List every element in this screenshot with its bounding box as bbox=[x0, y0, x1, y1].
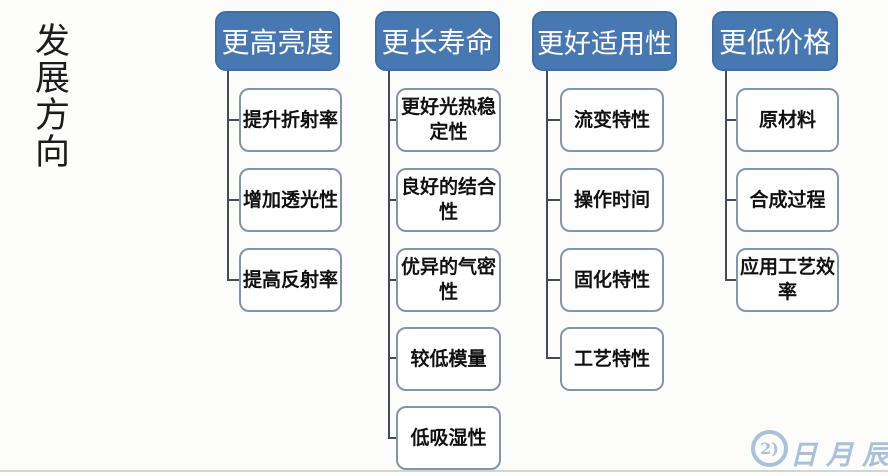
header-node-brightness: 更高亮度 bbox=[215, 11, 340, 71]
connector-line bbox=[725, 279, 737, 281]
connector-line bbox=[388, 199, 397, 201]
child-node-refractive-index: 提升折射率 bbox=[239, 88, 342, 152]
connector-line bbox=[725, 199, 737, 201]
connector-line bbox=[725, 119, 737, 121]
child-node-low-hygroscopicity: 低吸湿性 bbox=[396, 406, 501, 470]
page-title-vertical: 发展方向 bbox=[29, 22, 69, 170]
child-node-curing: 固化特性 bbox=[560, 248, 664, 312]
header-node-price: 更低价格 bbox=[712, 11, 838, 71]
connector-line bbox=[546, 279, 561, 281]
child-node-reflectivity: 提高反射率 bbox=[239, 248, 342, 312]
connector-line bbox=[725, 71, 727, 280]
child-node-rheology: 流变特性 bbox=[560, 88, 664, 152]
child-node-raw-materials: 原材料 bbox=[736, 88, 839, 152]
connector-line bbox=[388, 119, 397, 121]
watermark-text: 日月辰 bbox=[790, 440, 888, 471]
child-node-low-modulus: 较低模量 bbox=[396, 327, 501, 391]
connector-line bbox=[388, 357, 397, 359]
child-node-operation-time: 操作时间 bbox=[560, 168, 664, 232]
child-node-photothermal-stability: 更好光热稳定性 bbox=[396, 88, 501, 152]
header-node-lifespan: 更长寿命 bbox=[375, 11, 500, 71]
child-node-application-efficiency: 应用工艺效率 bbox=[736, 248, 839, 312]
child-node-light-transmittance: 增加透光性 bbox=[239, 168, 342, 232]
connector-line bbox=[227, 71, 229, 280]
child-node-airtightness: 优异的气密性 bbox=[396, 248, 501, 312]
child-node-synthesis-process: 合成过程 bbox=[736, 168, 839, 232]
connector-line bbox=[546, 357, 561, 359]
connector-line bbox=[546, 71, 548, 358]
header-node-applicability: 更好适用性 bbox=[532, 11, 677, 71]
connector-line bbox=[388, 71, 390, 438]
connector-line bbox=[388, 279, 397, 281]
connector-line bbox=[546, 199, 561, 201]
connector-line bbox=[227, 119, 240, 121]
connector-line bbox=[388, 437, 397, 439]
connector-line bbox=[227, 199, 240, 201]
bottom-divider bbox=[0, 470, 888, 472]
child-node-process-properties: 工艺特性 bbox=[560, 327, 664, 391]
watermark-logo-icon: 2) bbox=[751, 430, 788, 467]
connector-line bbox=[227, 279, 240, 281]
connector-line bbox=[546, 119, 561, 121]
child-node-bonding: 良好的结合性 bbox=[396, 168, 501, 232]
